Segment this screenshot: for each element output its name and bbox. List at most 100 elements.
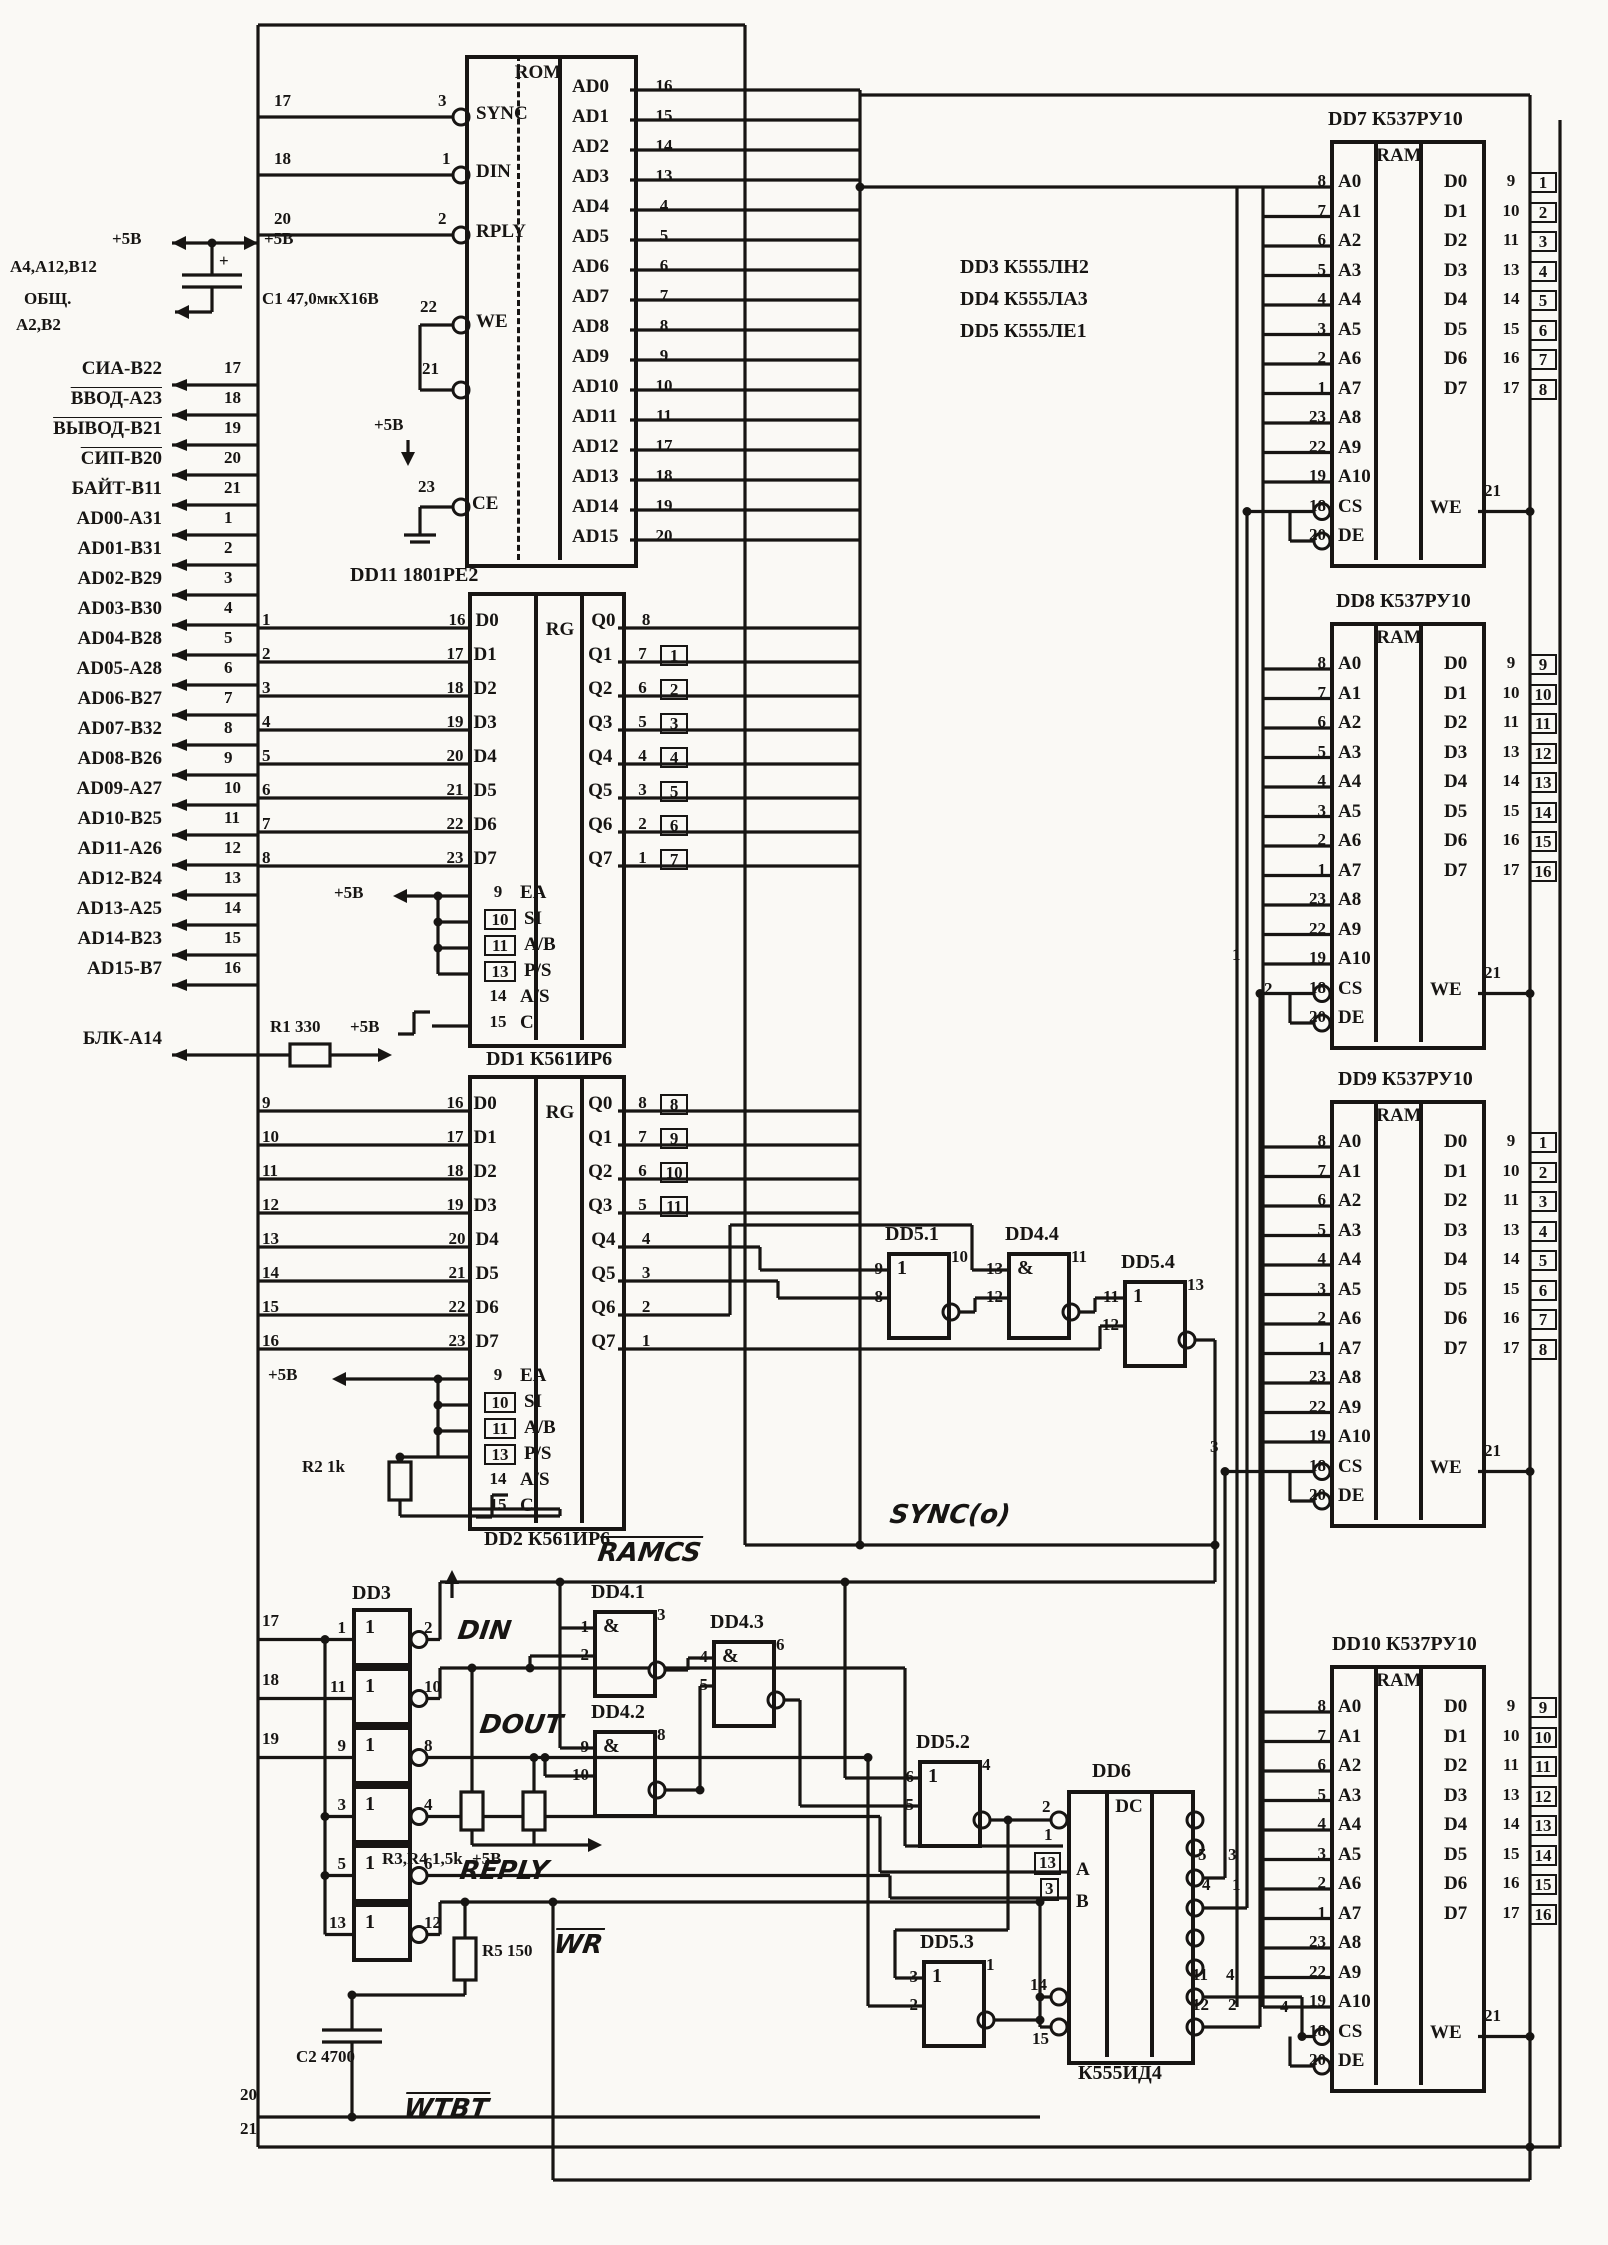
float-label: SYNC xyxy=(476,103,528,124)
pin-label: SI xyxy=(524,1391,542,1412)
pin-number: 7 xyxy=(1317,682,1327,702)
pin-number: 15 xyxy=(655,106,673,125)
data-pin-label: D6 xyxy=(1444,1873,1468,1894)
q-label: Q6 xyxy=(588,814,613,835)
pin-number: 23 xyxy=(446,848,464,867)
left-arrow-icon xyxy=(172,679,187,691)
float-label: 2 xyxy=(438,209,447,228)
address-pin-label: A7 xyxy=(1338,1902,1362,1924)
decoder-outline xyxy=(1067,1790,1195,2065)
input-pin-number: 11 xyxy=(1102,1287,1119,1306)
pin-number: 10 xyxy=(484,1392,516,1413)
connector-signal-row: AD02-B29 3 xyxy=(0,569,270,601)
reg-pin-row: 7 22 D6 Q6 2 6 xyxy=(258,815,688,849)
nand-gate-dd4-1: DD4.1 & 1 2 3 xyxy=(563,1582,713,1698)
not-gate-symbol: 1 xyxy=(365,1734,375,1756)
reg-control-rows: 9 EA 10 SI 11 A/B 13 P/S 14 A/S 15 C xyxy=(258,1366,688,1522)
connector-signal-row: AD14-B23 15 xyxy=(0,929,270,961)
float-label: 21 xyxy=(240,2119,257,2138)
reg2-wires xyxy=(258,1109,1123,1519)
d-label: D5 xyxy=(473,780,497,801)
data-pin-label: D5 xyxy=(1444,318,1468,340)
ram-pin-row: 8 A0 D0 9 1 xyxy=(1300,172,1608,202)
bus-number: 3 xyxy=(262,678,271,697)
ram-divider xyxy=(1374,622,1378,1042)
address-pin-label: A2 xyxy=(1338,1755,1362,1776)
pin-number: 19 xyxy=(446,1195,464,1214)
left-arrow-icon xyxy=(172,589,187,601)
data-pin-number: 13 xyxy=(1502,1219,1520,1239)
float-label: 1 xyxy=(1232,1875,1241,1894)
signal-label: AD04-B28 xyxy=(77,628,162,649)
address-pin-label: A1 xyxy=(1338,682,1362,704)
pin-number: 3 xyxy=(1317,1843,1327,1863)
control-pin-row: 9 EA xyxy=(258,1366,688,1392)
ram-pin-row: 2 A6 D6 16 15 xyxy=(1300,831,1608,861)
ram-chip-dd10: RAM 8 A0 D0 9 9 7 A1 D1 10 10 6 A2 D2 11… xyxy=(1300,1665,1608,2131)
control-pin-row: 11 A/B xyxy=(258,1418,688,1444)
float-label: С2 4700 xyxy=(296,2047,356,2066)
q-label: Q7 xyxy=(591,1331,616,1352)
q-bus-number: 7 xyxy=(660,849,688,870)
address-pin-label: A4 xyxy=(1338,1249,1362,1270)
inverter-gate: 5 1 6 xyxy=(300,1844,480,1905)
bus-number: 4 xyxy=(262,712,271,731)
ram-pin-row: 3 A5 D5 15 6 xyxy=(1300,1279,1608,1310)
reg-pin-row: 3 18 D2 Q2 6 2 xyxy=(258,679,688,713)
left-arrow-icon xyxy=(172,889,187,901)
float-label: A xyxy=(1076,1859,1090,1880)
q-bus-number: 6 xyxy=(660,815,688,836)
pin-number: 4 xyxy=(659,196,669,215)
pin-label: A/S xyxy=(520,1469,550,1490)
data-pin-number: 15 xyxy=(1502,318,1520,338)
float-label: +5В xyxy=(112,229,142,248)
data-pin-label: D7 xyxy=(1444,377,1468,399)
connector-signal-row: БЛК-А14 xyxy=(0,1029,270,1061)
d-label: D6 xyxy=(475,1297,499,1318)
data-pin-number: 11 xyxy=(1502,1755,1520,1774)
pin-number: 5 xyxy=(1317,259,1327,279)
pin-number: 18 xyxy=(446,678,464,697)
q-pin-number: 1 xyxy=(641,1331,651,1350)
left-arrow-icon xyxy=(172,739,187,751)
float-label: R5 150 xyxy=(482,1941,533,1960)
not-gate-symbol: 1 xyxy=(365,1911,375,1933)
address-pin-label: DE xyxy=(1338,1007,1365,1028)
pin-number: 22 xyxy=(446,814,464,833)
ram-pin-row: 5 A3 D3 13 4 xyxy=(1300,259,1608,291)
arrowheads xyxy=(172,236,602,1852)
float-label: +5В xyxy=(350,1017,380,1036)
pin-label: P/S xyxy=(524,1443,552,1464)
data-pin-number: 17 xyxy=(1502,1337,1520,1357)
float-label: 17 xyxy=(262,1611,279,1630)
address-pin-label: A10 xyxy=(1338,1991,1371,2012)
pin-number: 21 xyxy=(448,1263,466,1282)
data-pin-number: 16 xyxy=(1502,830,1520,849)
ram-pin-row: 18 CS xyxy=(1300,497,1608,527)
pin-number: 10 xyxy=(484,909,516,930)
reg-function-label: RG xyxy=(545,619,575,640)
data-pin-number: 11 xyxy=(1502,230,1520,249)
connector-signal-row: ВЫВОД-В21 19 xyxy=(0,419,270,451)
data-pin-label: D5 xyxy=(1444,800,1468,822)
reg-pin-row: 15 22 D6 Q6 2 xyxy=(258,1298,688,1332)
bus-number: 14 xyxy=(262,1263,279,1282)
float-label: DD3 К555ЛН2 xyxy=(960,256,1089,278)
reg-pin-row: 5 20 D4 Q4 4 4 xyxy=(258,747,688,781)
nand-gate-dd4-2: DD4.2 & 9 10 8 xyxy=(563,1702,713,1818)
data-pin-number: 16 xyxy=(1502,348,1520,367)
pin-number: 7 xyxy=(1317,200,1327,220)
ram-divider xyxy=(1419,1100,1423,1520)
pin-number: 8 xyxy=(1317,653,1327,672)
control-pin-row: 15 C xyxy=(258,1013,688,1039)
bus-line-number: 12 xyxy=(1529,1785,1557,1807)
rom-outline xyxy=(465,55,638,568)
connector-signal-row: БАЙТ-В11 21 xyxy=(0,479,270,511)
address-pin-label: A9 xyxy=(1338,918,1362,940)
d-label: D2 xyxy=(473,1161,497,1182)
reg-pin-row: 13 20 D4 Q4 4 xyxy=(258,1230,688,1264)
q-label: Q3 xyxy=(588,712,613,733)
float-label: 20 xyxy=(274,209,291,228)
bus-number: 9 xyxy=(262,1093,271,1112)
